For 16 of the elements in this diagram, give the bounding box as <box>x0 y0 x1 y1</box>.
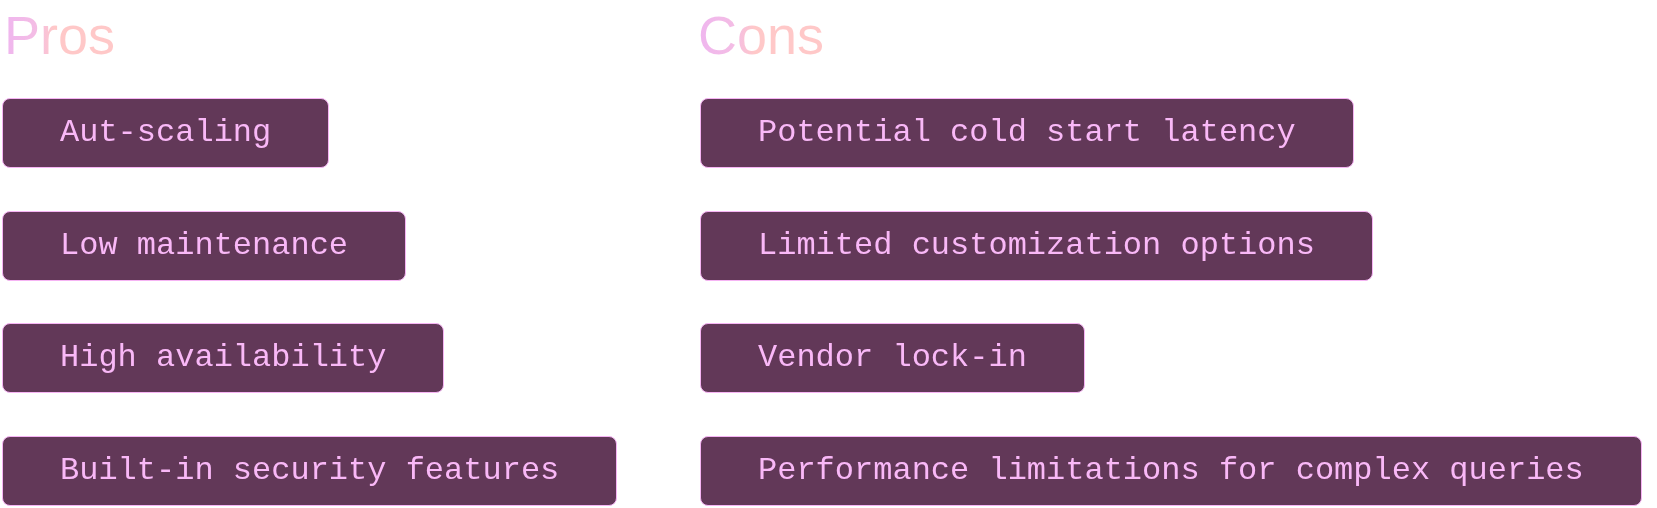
con-item-card <box>700 98 1354 168</box>
pro-item-card <box>2 436 618 506</box>
pro-item-card <box>2 323 445 393</box>
item-text: Low maintenance <box>60 227 349 265</box>
pro-item-card <box>2 98 330 168</box>
con-item-card <box>700 211 1373 281</box>
item-text: Performance limitations for complex queries <box>758 452 1584 490</box>
pro-item-card <box>2 211 407 281</box>
con-item-card <box>700 436 1642 506</box>
item-text: Potential cold start latency <box>758 114 1296 152</box>
item-text: Built-in security features <box>60 452 560 490</box>
item-text: Limited customization options <box>758 227 1315 265</box>
item-text: Vendor lock-in <box>758 339 1027 377</box>
con-item-card <box>700 323 1085 393</box>
item-text: High availability <box>60 339 387 377</box>
item-text: Aut-scaling <box>60 114 272 152</box>
